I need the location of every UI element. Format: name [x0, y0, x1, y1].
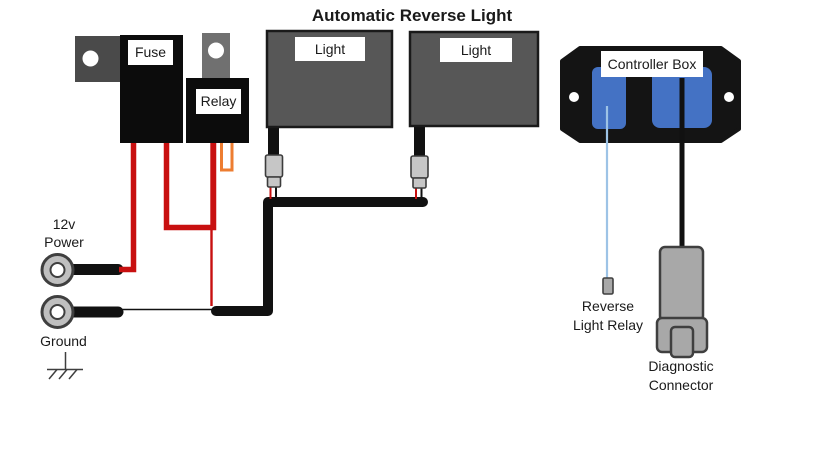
fuse-to-power-red-wire [119, 142, 137, 273]
wire-layer [64, 125, 428, 318]
ground-label: Ground [40, 333, 87, 349]
main-black-harness-wire [211, 197, 428, 316]
light-left-label-box [295, 37, 365, 61]
power-ring-terminal [40, 253, 75, 287]
controller-assembly: Controller Box [560, 46, 741, 278]
diagnostic-connector-tab [669, 325, 695, 359]
relay-assembly: Relay [186, 33, 249, 143]
fuse-to-relay-red-wire [163, 142, 217, 231]
controller-port-left [592, 67, 626, 129]
power-label-line2: Power [44, 234, 84, 250]
fuse-label: Fuse [135, 44, 166, 60]
fuse-mount-hole-icon [82, 50, 99, 67]
fuse-label-box [128, 40, 173, 65]
light-right-assembly: Light [408, 30, 540, 128]
bullet-connector-tip [412, 177, 427, 189]
controller-screw-hole-left-icon [569, 92, 579, 102]
relay-label-box [196, 89, 241, 114]
reverse-relay-label-line1: Reverse [582, 298, 634, 314]
inline-connector-right [410, 155, 429, 189]
light-left-label: Light [315, 41, 345, 57]
diagnostic-label-line1: Diagnostic [648, 358, 713, 374]
controller-label: Controller Box [608, 56, 697, 72]
controller-label-box [601, 51, 703, 77]
ring-terminal-hole [49, 304, 66, 320]
diagnostic-connector [655, 245, 709, 359]
light-left-assembly: Light [265, 29, 394, 129]
reverse-relay-terminal [602, 277, 614, 295]
fuse-assembly: Fuse [75, 35, 183, 143]
diagnostic-label-line2: Connector [649, 377, 714, 393]
bullet-connector-body [264, 154, 284, 178]
fuse-mount-tab [75, 36, 122, 82]
controller-screw-hole-right-icon [724, 92, 734, 102]
bullet-connector-body [410, 155, 429, 179]
controller-box-outline [560, 46, 741, 143]
relay-orange-loop-wire [220, 142, 234, 172]
ground-ring-terminal [40, 295, 75, 329]
power-label-line1: 12v [53, 216, 76, 232]
diagnostic-connector-body [658, 245, 705, 323]
light-right-label: Light [461, 42, 491, 58]
relay-mount-hole-icon [208, 42, 224, 59]
bullet-connector-tip [266, 176, 282, 188]
light-right-label-box [440, 38, 512, 62]
relay-label: Relay [201, 93, 237, 109]
reverse-relay-label-line2: Light Relay [573, 317, 643, 333]
inline-connector-left [264, 154, 284, 188]
chassis-ground-symbol-icon [47, 352, 83, 380]
diagram-title: Automatic Reverse Light [312, 6, 513, 25]
ring-terminal-hole [49, 262, 66, 278]
